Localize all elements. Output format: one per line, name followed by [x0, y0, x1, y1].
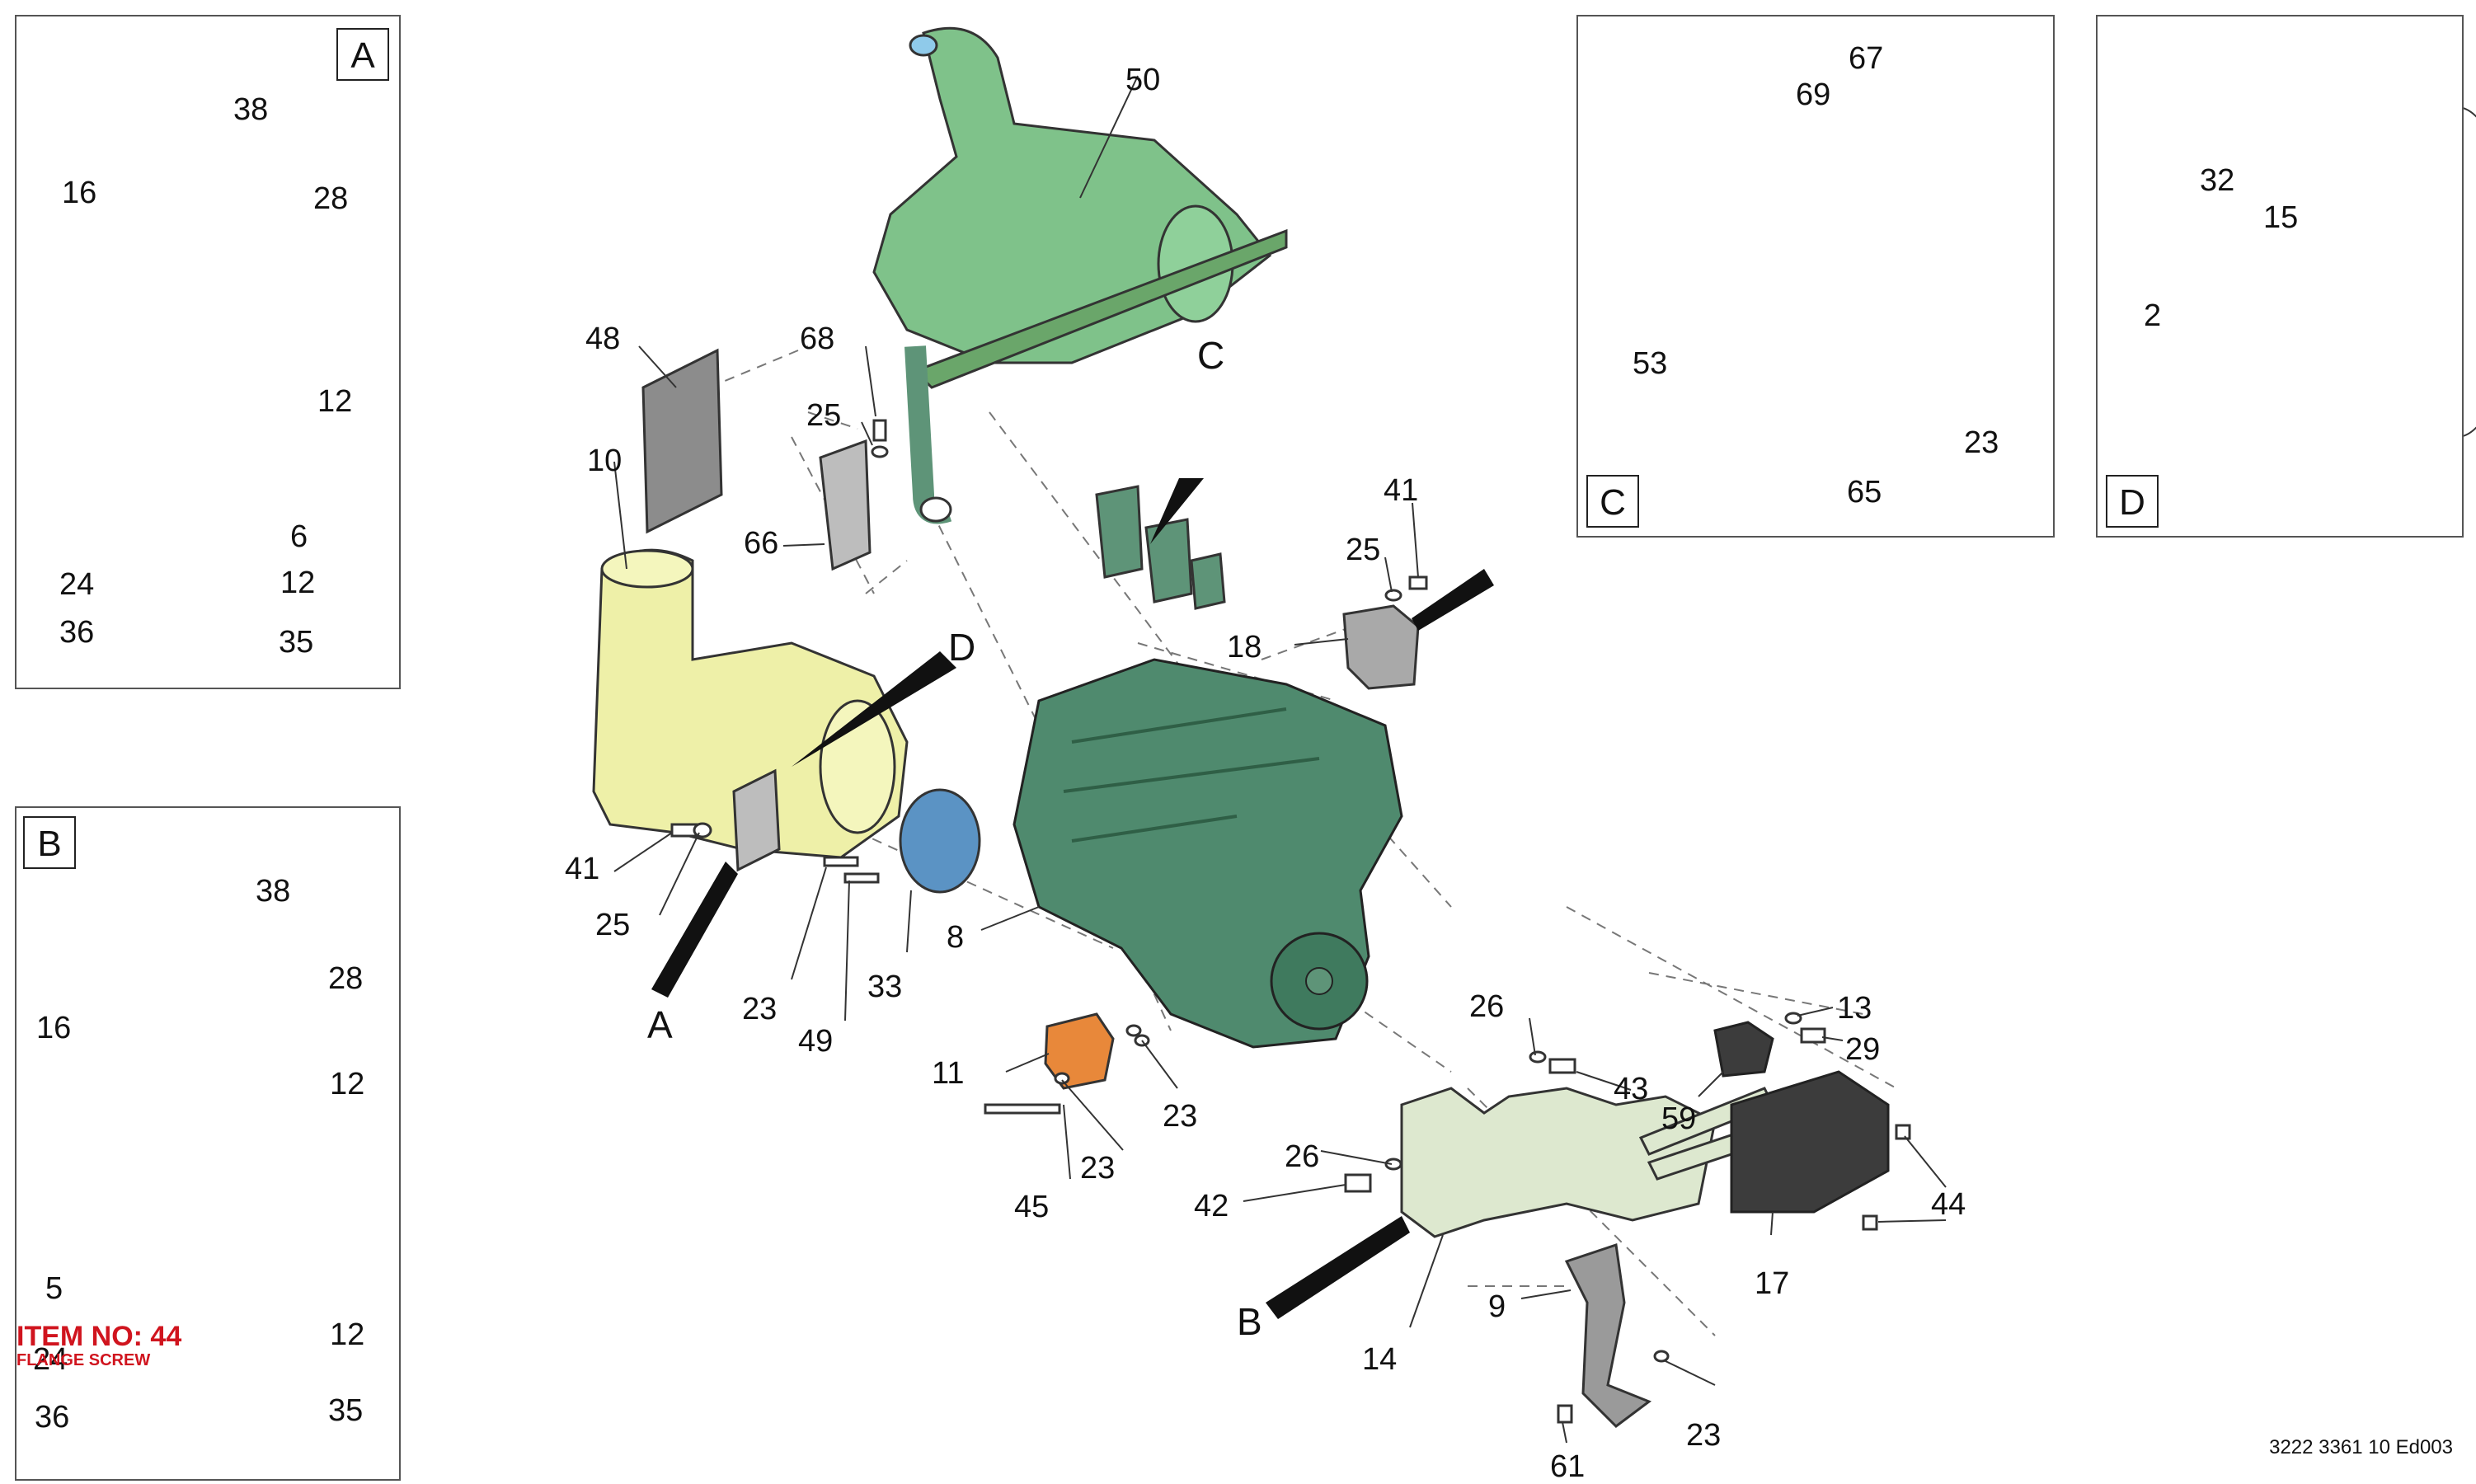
- callout-23[interactable]: 23: [742, 992, 778, 1026]
- callout-a-36[interactable]: 36: [59, 615, 95, 650]
- callout-23d[interactable]: 23: [1686, 1418, 1722, 1453]
- callout-c-69[interactable]: 69: [1796, 77, 1831, 112]
- view-pointer-d: [792, 651, 956, 767]
- bracket-18: [1342, 604, 1420, 690]
- callout-25c[interactable]: 25: [595, 908, 631, 942]
- callout-c-65[interactable]: 65: [1847, 475, 1882, 510]
- callout-25b[interactable]: 25: [1346, 533, 1381, 567]
- callout-a-24[interactable]: 24: [59, 567, 95, 602]
- callout-a-38[interactable]: 38: [233, 92, 269, 127]
- callout-61[interactable]: 61: [1550, 1449, 1586, 1484]
- callout-59[interactable]: 59: [1661, 1101, 1697, 1136]
- drawing-code: 3222 3361 10 Ed003: [2269, 1436, 2453, 1458]
- pump-c-main: [1095, 485, 1144, 579]
- detail-letter-d: D: [2106, 475, 2159, 528]
- callout-b-5[interactable]: 5: [45, 1271, 63, 1306]
- view-pointer-a: [651, 862, 738, 998]
- bracket-66: [819, 439, 872, 571]
- callout-c-67[interactable]: 67: [1849, 41, 1884, 76]
- detail-letter-a: A: [336, 28, 389, 81]
- callout-23c[interactable]: 23: [1080, 1151, 1116, 1186]
- callout-25[interactable]: 25: [806, 398, 842, 433]
- cover-17: [1730, 1070, 1890, 1214]
- detail-letter-b: B: [23, 816, 76, 869]
- callout-18[interactable]: 18: [1227, 630, 1262, 665]
- view-pointer-c: [1150, 478, 1204, 544]
- callout-b-16[interactable]: 16: [36, 1011, 72, 1045]
- callout-45[interactable]: 45: [1014, 1190, 1050, 1224]
- callout-b-24[interactable]: 24: [33, 1342, 68, 1377]
- detail-letter-c: C: [1586, 475, 1639, 528]
- callout-68[interactable]: 68: [800, 322, 835, 356]
- callout-b-28[interactable]: 28: [328, 961, 364, 996]
- callout-41b[interactable]: 41: [565, 852, 600, 886]
- item-description-label: FLANGE SCREW: [16, 1351, 151, 1369]
- callout-41[interactable]: 41: [1384, 473, 1419, 508]
- orange-part-11: [1044, 1012, 1115, 1090]
- callout-a-12b[interactable]: 12: [280, 566, 316, 600]
- main-assembly: [592, 26, 1947, 1444]
- callout-a-16[interactable]: 16: [62, 176, 97, 210]
- callout-14[interactable]: 14: [1362, 1342, 1398, 1377]
- callout-b-36[interactable]: 36: [35, 1400, 70, 1435]
- callout-b-12[interactable]: 12: [330, 1067, 365, 1101]
- callout-c-23[interactable]: 23: [1964, 425, 1999, 460]
- callout-44[interactable]: 44: [1931, 1187, 1966, 1222]
- callout-42[interactable]: 42: [1194, 1189, 1229, 1223]
- detail-box-c: C: [1576, 15, 2055, 538]
- callout-48[interactable]: 48: [585, 322, 621, 356]
- callout-b-38[interactable]: 38: [256, 874, 291, 909]
- callout-d-2[interactable]: 2: [2144, 298, 2162, 333]
- callout-23b[interactable]: 23: [1163, 1099, 1198, 1134]
- callout-d-15[interactable]: 15: [2263, 200, 2299, 235]
- view-pointer-18: [1412, 569, 1494, 631]
- callout-26b[interactable]: 26: [1285, 1139, 1320, 1174]
- callout-b-35[interactable]: 35: [328, 1393, 364, 1428]
- view-letter-c: C: [1197, 334, 1225, 377]
- callout-43[interactable]: 43: [1614, 1072, 1649, 1106]
- callout-10[interactable]: 10: [587, 444, 623, 478]
- callout-a-28[interactable]: 28: [313, 181, 349, 216]
- detail-box-b: B: [15, 806, 401, 1481]
- callout-17[interactable]: 17: [1755, 1266, 1790, 1301]
- shield-59: [1713, 1021, 1774, 1078]
- view-letter-d: D: [948, 626, 976, 669]
- callout-d-32[interactable]: 32: [2200, 163, 2235, 198]
- view-letter-a: A: [647, 1003, 673, 1046]
- callout-13[interactable]: 13: [1837, 991, 1872, 1026]
- callout-a-12[interactable]: 12: [317, 384, 353, 419]
- item-highlight-overlay: ITEM NO: 44 FLANGE SCREW: [16, 1322, 181, 1370]
- callout-66[interactable]: 66: [744, 526, 779, 561]
- callout-50[interactable]: 50: [1125, 63, 1161, 97]
- callout-49[interactable]: 49: [798, 1024, 834, 1059]
- callout-9[interactable]: 9: [1488, 1289, 1506, 1324]
- callout-a-35[interactable]: 35: [279, 625, 314, 660]
- callout-33[interactable]: 33: [867, 970, 903, 1004]
- callout-b-12b[interactable]: 12: [330, 1317, 365, 1352]
- bracket-9: [1564, 1243, 1652, 1428]
- callout-26[interactable]: 26: [1469, 989, 1505, 1024]
- item-number-label: ITEM NO: 44: [16, 1321, 182, 1352]
- plate-48: [641, 348, 723, 534]
- callout-a-6[interactable]: 6: [290, 519, 308, 554]
- view-letter-b: B: [1237, 1300, 1262, 1343]
- callout-8[interactable]: 8: [947, 920, 965, 955]
- disc-33: [899, 788, 981, 894]
- view-pointer-b: [1266, 1216, 1410, 1319]
- detail-box-d: D: [2096, 15, 2464, 538]
- callout-29[interactable]: 29: [1845, 1032, 1881, 1067]
- detail-box-a: A: [15, 15, 401, 689]
- callout-11[interactable]: 11: [932, 1056, 965, 1091]
- callout-c-53[interactable]: 53: [1633, 346, 1668, 381]
